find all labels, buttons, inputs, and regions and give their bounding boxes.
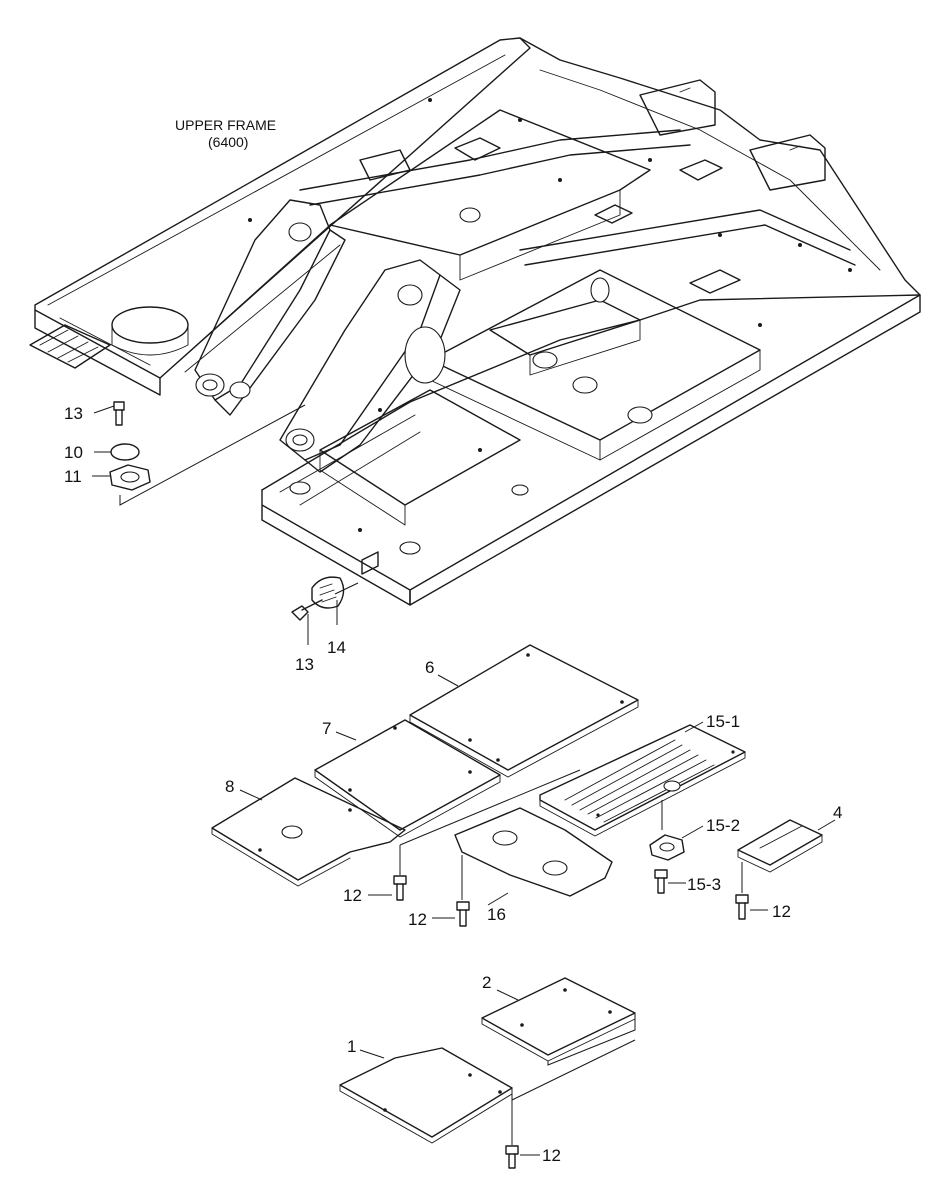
cover-row-leader xyxy=(399,769,581,846)
bolt-12-a xyxy=(393,845,407,901)
frame-title-line2: (6400) xyxy=(208,134,248,150)
side-cover-14 xyxy=(291,576,359,645)
callout-4: 4 xyxy=(833,803,842,822)
callout-6: 6 xyxy=(425,658,434,677)
callout-15-1: 15-1 xyxy=(706,712,740,731)
callout-15-3: 15-3 xyxy=(687,875,721,894)
callout-11: 11 xyxy=(64,467,82,486)
under-cover-7 xyxy=(314,719,501,838)
callout-16: 16 xyxy=(487,905,506,924)
callout-14: 14 xyxy=(327,638,346,657)
bolt-15-3 xyxy=(654,869,668,894)
bolt-12-b xyxy=(456,855,470,927)
callout-12-d: 12 xyxy=(542,1146,561,1165)
callout-leaders xyxy=(92,405,836,1156)
under-cover-6 xyxy=(409,644,639,778)
callout-13-bottom: 13 xyxy=(295,655,314,674)
callout-8: 8 xyxy=(225,777,234,796)
flange-15-2 xyxy=(649,800,685,861)
callout-13-top: 13 xyxy=(64,404,83,423)
bolt-12-d xyxy=(505,1039,636,1169)
upper-frame xyxy=(29,37,921,606)
callout-12-c: 12 xyxy=(772,902,791,921)
callout-2: 2 xyxy=(482,973,491,992)
callout-12-b: 12 xyxy=(408,910,427,929)
under-cover-2 xyxy=(481,977,636,1066)
callout-7: 7 xyxy=(322,719,331,738)
bracket-4 xyxy=(737,819,823,873)
under-cover-8 xyxy=(211,777,406,887)
callout-12-a: 12 xyxy=(343,886,362,905)
grated-cover-15-1 xyxy=(539,724,746,837)
under-cover-1 xyxy=(339,1047,513,1144)
bolt-12-c xyxy=(735,862,749,920)
callout-1: 1 xyxy=(347,1037,356,1056)
callout-15-2: 15-2 xyxy=(706,816,740,835)
under-cover-16 xyxy=(454,807,613,897)
frame-title-line1: UPPER FRAME xyxy=(175,117,276,133)
cover-fastener-group xyxy=(109,401,306,506)
callout-10: 10 xyxy=(64,443,83,462)
